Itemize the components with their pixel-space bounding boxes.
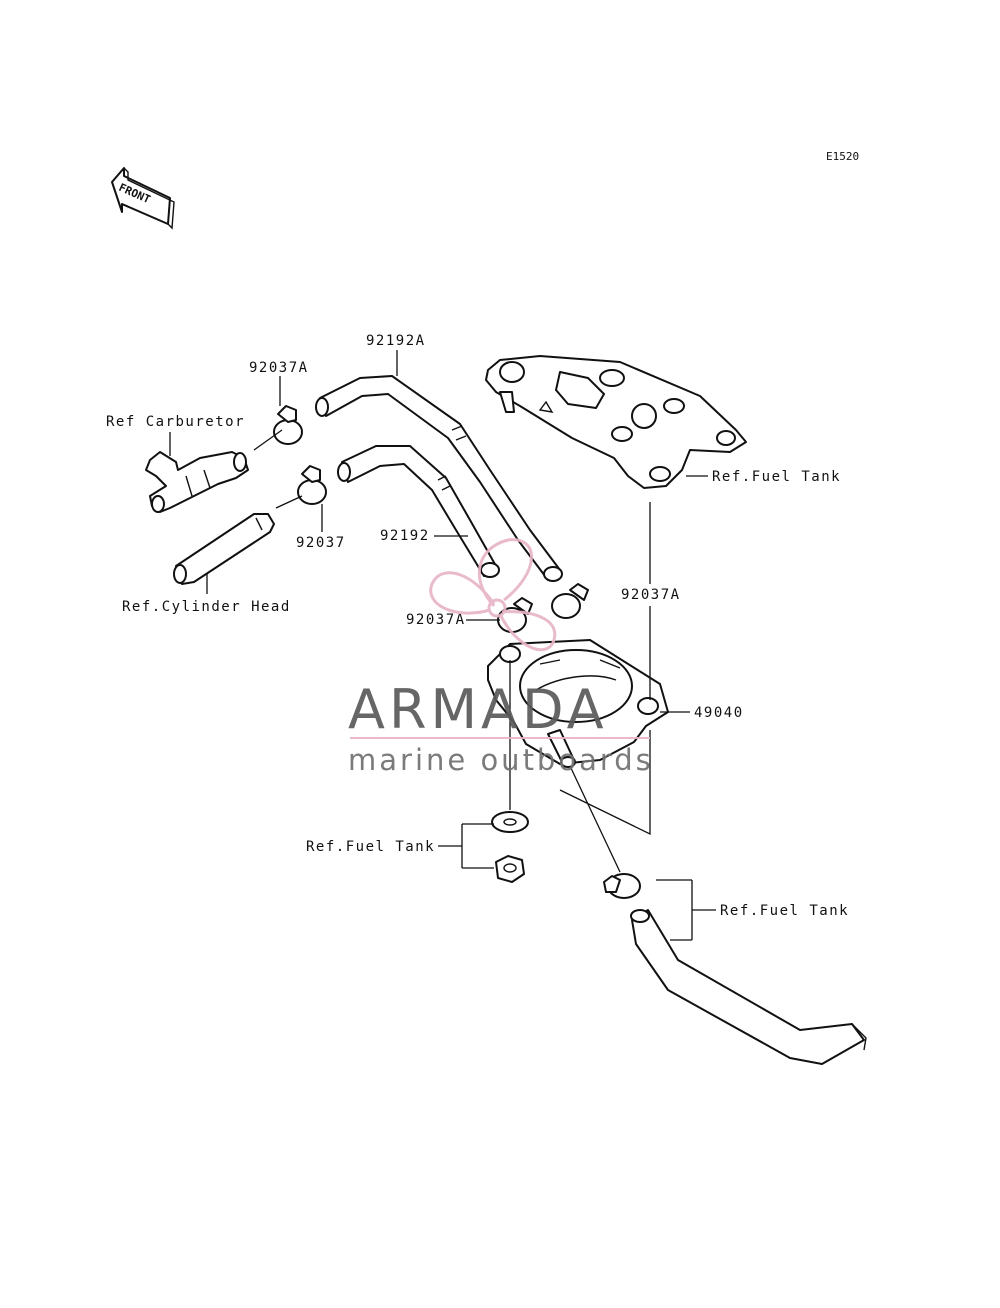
label-92192A: 92192A: [366, 333, 426, 349]
leader-lines: [169, 350, 716, 941]
fuel-tank-hose: [630, 909, 867, 1065]
label-ref-fuel-tank-bottom: Ref.Fuel Tank: [720, 903, 849, 919]
label-92037A-right: 92037A: [621, 587, 681, 603]
front-arrow-icon: FRONT: [111, 167, 175, 230]
label-ref-fuel-tank-left: Ref.Fuel Tank: [306, 839, 435, 855]
label-92037A-mid: 92037A: [406, 612, 466, 628]
label-ref-carburetor: Ref Carburetor: [106, 414, 245, 430]
clamp-92037A-right: [551, 583, 589, 619]
nut: [495, 855, 525, 883]
propeller-logo-icon: [429, 538, 557, 652]
mounting-bracket: [485, 355, 747, 489]
hose-92192A: [315, 375, 563, 582]
label-92192: 92192: [380, 528, 430, 544]
clamp-92037A-top: [273, 405, 303, 445]
watermark: ARMADA marine outboards: [348, 538, 654, 777]
diagram-code: E1520: [826, 150, 859, 163]
watermark-brand: ARMADA: [348, 678, 608, 741]
label-49040: 49040: [694, 705, 744, 721]
cylinder-head-fitting: [173, 513, 275, 585]
watermark-tagline: marine outboards: [348, 743, 654, 777]
washer: [491, 811, 529, 833]
clamp-92037: [297, 465, 327, 505]
fuel-pump-49040: [487, 639, 669, 768]
label-92037A-top: 92037A: [249, 360, 309, 376]
label-ref-fuel-tank-top: Ref.Fuel Tank: [712, 469, 841, 485]
clamp-fuel-tank: [603, 873, 641, 899]
carburetor-fitting: [145, 451, 249, 513]
label-ref-cylinder-head: Ref.Cylinder Head: [122, 599, 291, 615]
label-92037: 92037: [296, 535, 346, 551]
